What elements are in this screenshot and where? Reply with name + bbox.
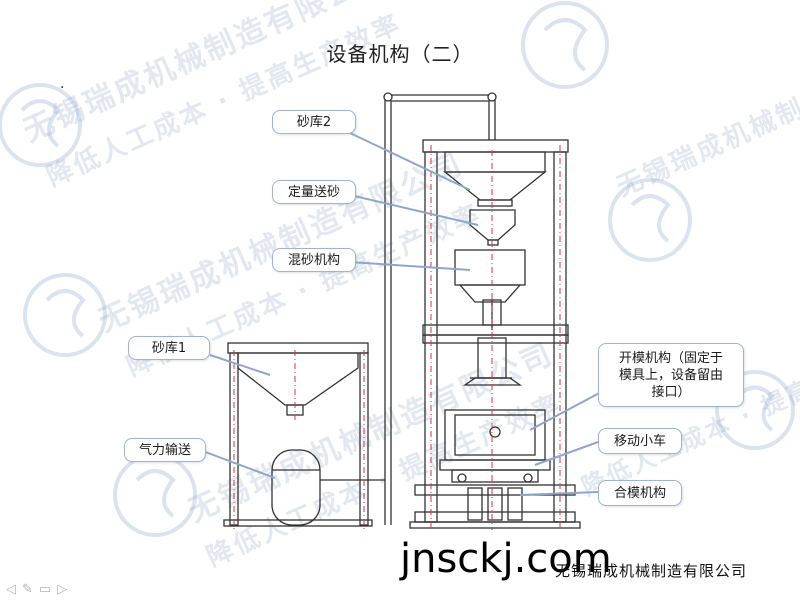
slideshow-toolbar: ◁ ✎ ▭ ▷ bbox=[6, 582, 67, 597]
callout-moving-trolley: 移动小车 bbox=[598, 428, 682, 454]
callout-quantitative-sand-feed: 定量送砂 bbox=[272, 180, 356, 204]
callout-label: 砂库1 bbox=[151, 340, 187, 356]
edit-icon[interactable]: ▭ bbox=[38, 582, 52, 597]
callout-label: 开模机构（固定于 模具上，设备留由 接口） bbox=[618, 350, 723, 400]
bullet-point: · bbox=[60, 80, 65, 96]
callout-label: 合模机构 bbox=[613, 485, 666, 501]
callout-sand-mixing: 混砂机构 bbox=[272, 248, 356, 272]
callout-label: 混砂机构 bbox=[287, 252, 340, 268]
company-name: 无锡瑞成机械制造有限公司 bbox=[555, 562, 748, 580]
callout-sand-bin-1: 砂库1 bbox=[128, 336, 210, 360]
callout-mold-closing: 合模机构 bbox=[598, 480, 682, 506]
arrow-icon[interactable]: ▷ bbox=[57, 582, 68, 597]
callout-label: 移动小车 bbox=[613, 433, 666, 449]
slide-title: 设备机构（二） bbox=[326, 42, 474, 66]
callout-pneumatic-conveying: 气力输送 bbox=[124, 438, 206, 462]
website-label: jnsckj.com bbox=[400, 536, 612, 582]
callout-sand-bin-2: 砂库2 bbox=[272, 110, 356, 134]
callout-label: 定量送砂 bbox=[287, 184, 340, 200]
pen-icon[interactable]: ✎ bbox=[22, 582, 33, 597]
play-icon[interactable]: ◁ bbox=[6, 582, 16, 597]
callout-label: 砂库2 bbox=[296, 114, 332, 130]
callout-mold-opening: 开模机构（固定于 模具上，设备留由 接口） bbox=[598, 343, 744, 407]
callout-label: 气力输送 bbox=[138, 442, 191, 458]
